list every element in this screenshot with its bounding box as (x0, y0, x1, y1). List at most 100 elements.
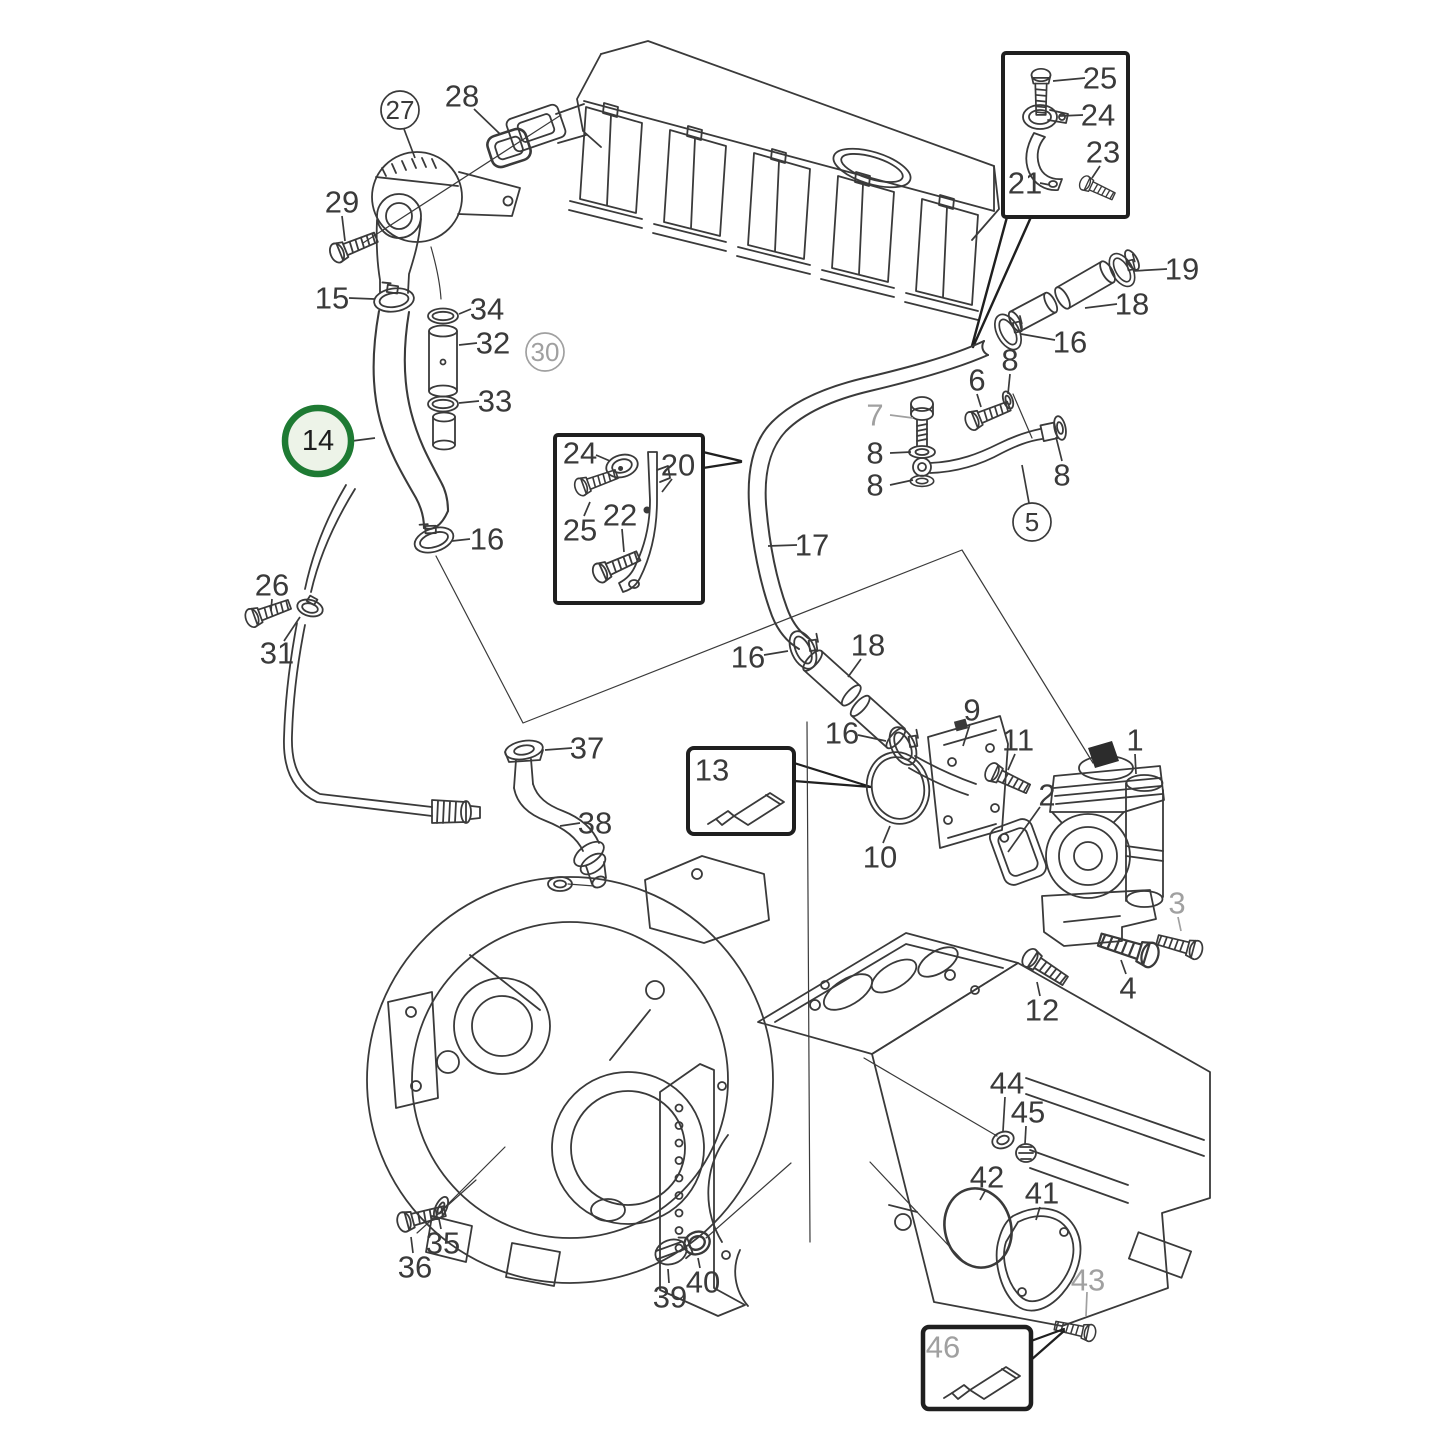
callout-number: 33 (478, 384, 512, 419)
callout-10-41[interactable]: 10 (863, 840, 897, 875)
leader-line-39-47 (667, 1268, 670, 1284)
callout-21-15[interactable]: 21 (1008, 166, 1042, 201)
callout-25-12[interactable]: 25 (1083, 61, 1117, 96)
callout-number: 18 (1115, 287, 1149, 322)
callout-2-40[interactable]: 2 (1038, 778, 1055, 813)
callout-29-2[interactable]: 29 (325, 185, 359, 220)
callout-27-0[interactable]: 27 (380, 90, 420, 130)
callout-8-22[interactable]: 8 (866, 436, 883, 471)
callout-5-25[interactable]: 5 (1012, 502, 1052, 542)
highlight-ring (281, 404, 355, 478)
callout-number: 19 (1165, 252, 1199, 287)
callout-16-31[interactable]: 16 (731, 640, 765, 675)
callout-number: 32 (476, 326, 510, 361)
callout-8-23[interactable]: 8 (866, 468, 883, 503)
oil-separator-art (326, 151, 521, 316)
callout-18-32[interactable]: 18 (851, 628, 885, 663)
callout-39-47[interactable]: 39 (653, 1280, 687, 1315)
callout-number: 4 (1119, 971, 1136, 1006)
callout-number: 45 (1011, 1095, 1045, 1130)
callout-number: 24 (1081, 98, 1115, 133)
callout-16-33[interactable]: 16 (825, 716, 859, 751)
callout-24-26[interactable]: 24 (563, 436, 597, 471)
callout-number: 42 (970, 1160, 1004, 1195)
leader-line-12-44 (1036, 981, 1041, 997)
callout-25-29[interactable]: 25 (563, 513, 597, 548)
callout-ring (525, 332, 565, 372)
callout-20-27[interactable]: 20 (661, 448, 695, 483)
callout-12-44[interactable]: 12 (1025, 993, 1059, 1028)
callout-number: 22 (603, 498, 637, 533)
callout-number: 16 (825, 716, 859, 751)
callout-19-16[interactable]: 19 (1165, 252, 1199, 287)
callout-3-42[interactable]: 3 (1168, 886, 1185, 921)
callout-36-45[interactable]: 36 (398, 1250, 432, 1285)
callout-number: 8 (866, 468, 883, 503)
callout-number: 43 (1071, 1263, 1105, 1298)
leader-line-7-21 (889, 414, 914, 419)
engine-block-art (654, 932, 1211, 1412)
callout-1-39[interactable]: 1 (1126, 723, 1143, 758)
callout-18-17[interactable]: 18 (1115, 287, 1149, 322)
callout-46-54[interactable]: 46 (926, 1330, 960, 1365)
callout-23-14[interactable]: 23 (1086, 135, 1120, 170)
callout-number: 10 (863, 840, 897, 875)
callout-40-48[interactable]: 40 (686, 1265, 720, 1300)
callout-number: 37 (570, 731, 604, 766)
leader-line-17-30 (767, 544, 798, 547)
callout-9-37[interactable]: 9 (963, 693, 980, 728)
callout-44-49[interactable]: 44 (990, 1066, 1024, 1101)
callout-14-8[interactable]: 14 (281, 404, 355, 478)
callout-13-34[interactable]: 13 (695, 753, 729, 788)
callout-15-3[interactable]: 15 (315, 281, 349, 316)
callout-8-24[interactable]: 8 (1053, 458, 1070, 493)
leader-line-8-24 (1055, 436, 1063, 462)
callout-32-5[interactable]: 32 (476, 326, 510, 361)
callout-7-21[interactable]: 7 (866, 398, 883, 433)
callout-30-6[interactable]: 30 (525, 332, 565, 372)
callout-31-11[interactable]: 31 (260, 636, 294, 671)
callout-number: 24 (563, 436, 597, 471)
callout-28-1[interactable]: 28 (445, 79, 479, 114)
leader-line-10-41 (882, 825, 891, 844)
pipe-37-38-art (504, 739, 607, 889)
callout-6-20[interactable]: 6 (968, 363, 985, 398)
callout-45-50[interactable]: 45 (1011, 1095, 1045, 1130)
callout-number: 8 (866, 436, 883, 471)
callout-17-30[interactable]: 17 (795, 528, 829, 563)
callout-43-53[interactable]: 43 (1071, 1263, 1105, 1298)
callout-34-4[interactable]: 34 (470, 292, 504, 327)
callout-41-52[interactable]: 41 (1025, 1176, 1059, 1211)
callout-37-35[interactable]: 37 (570, 731, 604, 766)
leader-line-31-11 (283, 616, 301, 642)
callout-42-51[interactable]: 42 (970, 1160, 1004, 1195)
construction-line (362, 114, 562, 244)
callout-11-38[interactable]: 11 (1002, 723, 1034, 758)
drain-pipe-art (242, 484, 481, 824)
callout-33-7[interactable]: 33 (478, 384, 512, 419)
callout-16-18[interactable]: 16 (1053, 325, 1087, 360)
callout-26-10[interactable]: 26 (255, 568, 289, 603)
leader-line-44-49 (1002, 1096, 1006, 1132)
callout-number: 38 (578, 806, 612, 841)
pump-art (865, 715, 1206, 991)
callout-8-19[interactable]: 8 (1001, 343, 1018, 378)
callout-4-43[interactable]: 4 (1119, 971, 1136, 1006)
callout-16-9[interactable]: 16 (470, 522, 504, 557)
callout-38-36[interactable]: 38 (578, 806, 612, 841)
leader-line-25-29 (583, 501, 591, 517)
leader-line-18-17 (1084, 303, 1118, 309)
callout-number: 15 (315, 281, 349, 316)
callout-35-46[interactable]: 35 (426, 1226, 460, 1261)
leader-line-16-33 (857, 734, 887, 742)
leader-line-15-3 (348, 297, 375, 300)
callout-number: 8 (1001, 343, 1018, 378)
hose-14-art (372, 309, 458, 559)
callout-number: 30 (531, 337, 560, 367)
callout-number: 46 (926, 1330, 960, 1365)
callout-number: 17 (795, 528, 829, 563)
callout-24-13[interactable]: 24 (1081, 98, 1115, 133)
leader-line-36-45 (410, 1236, 414, 1254)
callout-22-28[interactable]: 22 (603, 498, 637, 533)
callout-number: 20 (661, 448, 695, 483)
